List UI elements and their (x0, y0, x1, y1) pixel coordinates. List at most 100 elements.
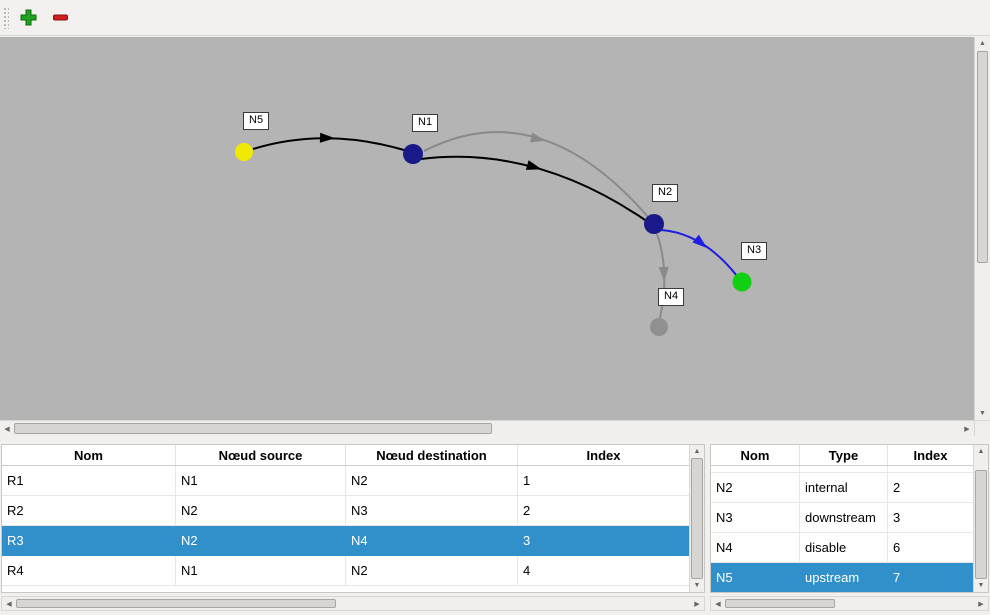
cell-nom: R2 (2, 496, 176, 525)
minus-shape (52, 14, 68, 21)
node-label-n5[interactable]: N5 (243, 112, 270, 130)
cell-nom: N3 (711, 503, 800, 532)
scroll-left-icon[interactable]: ◀ (2, 597, 16, 610)
cell-index (888, 466, 973, 472)
scrollbar-thumb[interactable] (16, 599, 336, 608)
cell-destination: N3 (346, 496, 518, 525)
graph-node-n4[interactable] (650, 318, 668, 336)
edge-arrow-icon (525, 160, 542, 170)
cell-index: 6 (893, 540, 901, 555)
remove-button[interactable] (47, 5, 73, 31)
table-row-r2[interactable]: R2 N2 N3 2 (2, 496, 689, 526)
scroll-up-icon[interactable]: ▲ (975, 37, 990, 50)
scrollbar-thumb[interactable] (14, 423, 492, 434)
cell-destination: N4 (351, 533, 368, 548)
scroll-down-icon[interactable]: ▼ (974, 579, 988, 592)
add-button[interactable] (15, 5, 41, 31)
canvas-horizontal-scrollbar[interactable]: ◀ ▶ (0, 420, 974, 436)
scrollbar-thumb[interactable] (975, 470, 987, 579)
column-header-index[interactable]: Index (913, 447, 948, 463)
scrollbar-thumb[interactable] (691, 458, 703, 579)
table-row-partial[interactable] (711, 466, 973, 473)
scroll-right-icon[interactable]: ▶ (974, 597, 988, 610)
graph-canvas[interactable]: N5 N1 N2 N3 N4 (0, 37, 974, 420)
column-header-nom[interactable]: Nom (711, 445, 800, 465)
scroll-right-icon[interactable]: ▶ (960, 421, 974, 436)
scroll-up-icon[interactable]: ▲ (974, 445, 988, 458)
scroll-down-icon[interactable]: ▼ (690, 579, 704, 592)
table-row-n5-selected[interactable]: N5 upstream 7 (711, 563, 973, 592)
node-label-n3[interactable]: N3 (741, 242, 768, 260)
column-header-nom[interactable]: Nom (2, 445, 176, 465)
table-row-n4[interactable]: N4 disable 6 (711, 533, 973, 563)
toolbar (0, 0, 990, 36)
cell-index: 3 (893, 510, 901, 525)
scrollbar-thumb[interactable] (725, 599, 835, 608)
table-row-r1[interactable]: R1 N1 N2 1 (2, 466, 689, 496)
cell-type (800, 466, 888, 472)
cell-index: 2 (893, 480, 901, 495)
cell-type: upstream (805, 570, 860, 585)
cell-index: 4 (523, 563, 531, 578)
node-label-n1[interactable]: N1 (412, 114, 439, 132)
scroll-up-icon[interactable]: ▲ (690, 445, 704, 458)
scroll-left-icon[interactable]: ◀ (711, 597, 725, 610)
nodes-table-horizontal-scrollbar[interactable]: ◀ ▶ (710, 596, 989, 611)
cell-destination: N2 (346, 556, 518, 585)
scrollbar-corner (974, 420, 990, 436)
cell-nom: N5 (716, 570, 733, 585)
canvas-vertical-scrollbar[interactable]: ▲ ▼ (974, 37, 990, 420)
cell-nom: R1 (2, 466, 176, 495)
table-row-n2[interactable]: N2 internal 2 (711, 473, 973, 503)
cell-source: N2 (181, 533, 198, 548)
cell-nom: N2 (711, 473, 800, 502)
cell-source: N1 (176, 466, 346, 495)
column-header-destination[interactable]: Nœud destination (346, 445, 518, 465)
cell-type: internal (800, 473, 888, 502)
column-header-index[interactable]: Index (586, 447, 621, 463)
cell-nom (711, 466, 800, 472)
edge-arrow-icon (692, 234, 708, 249)
edges-table-vertical-scrollbar[interactable]: ▲ ▼ (689, 445, 704, 592)
cell-index: 7 (893, 570, 901, 585)
graph-node-n5[interactable] (235, 143, 253, 161)
cell-source: N2 (176, 496, 346, 525)
graph-node-n2[interactable] (644, 214, 664, 234)
node-label-n4[interactable]: N4 (658, 288, 685, 306)
column-header-source[interactable]: Nœud source (176, 445, 346, 465)
scrollbar-thumb[interactable] (977, 51, 988, 263)
graph-node-n3[interactable] (732, 272, 752, 292)
cell-nom: N4 (711, 533, 800, 562)
nodes-table-header: Nom Type Index (711, 445, 973, 466)
table-row-r3-selected[interactable]: R3 N2 N4 3 (2, 526, 689, 556)
table-row-n3[interactable]: N3 downstream 3 (711, 503, 973, 533)
cell-nom: R3 (7, 533, 24, 548)
node-label-n2[interactable]: N2 (652, 184, 679, 202)
cell-type: downstream (800, 503, 888, 532)
edges-table-header: Nom Nœud source Nœud destination Index (2, 445, 689, 466)
cell-index: 1 (523, 473, 531, 488)
plus-shape (20, 9, 36, 26)
graph-node-n1[interactable] (403, 144, 423, 164)
column-header-type[interactable]: Type (800, 445, 888, 465)
nodes-table: Nom Type Index N2 internal 2 N3 downstre… (710, 444, 989, 593)
scroll-left-icon[interactable]: ◀ (0, 421, 14, 436)
cell-index: 3 (523, 533, 531, 548)
edges-table: Nom Nœud source Nœud destination Index R… (1, 444, 705, 593)
scroll-down-icon[interactable]: ▼ (975, 407, 990, 420)
cell-source: N1 (176, 556, 346, 585)
plus-icon (20, 9, 36, 26)
cell-index: 2 (523, 503, 531, 518)
table-row-r4[interactable]: R4 N1 N2 4 (2, 556, 689, 586)
edge-arrow-icon (530, 132, 546, 143)
cell-nom: R4 (2, 556, 176, 585)
nodes-table-vertical-scrollbar[interactable]: ▲ ▼ (973, 445, 988, 592)
graph (235, 131, 752, 336)
scroll-right-icon[interactable]: ▶ (690, 597, 704, 610)
edges-table-horizontal-scrollbar[interactable]: ◀ ▶ (1, 596, 705, 611)
graph-edge-n1-n2-alt[interactable] (423, 131, 649, 218)
cell-type: disable (800, 533, 888, 562)
cell-destination: N2 (346, 466, 518, 495)
minus-icon (52, 14, 68, 21)
toolbar-grip-icon (3, 6, 9, 29)
